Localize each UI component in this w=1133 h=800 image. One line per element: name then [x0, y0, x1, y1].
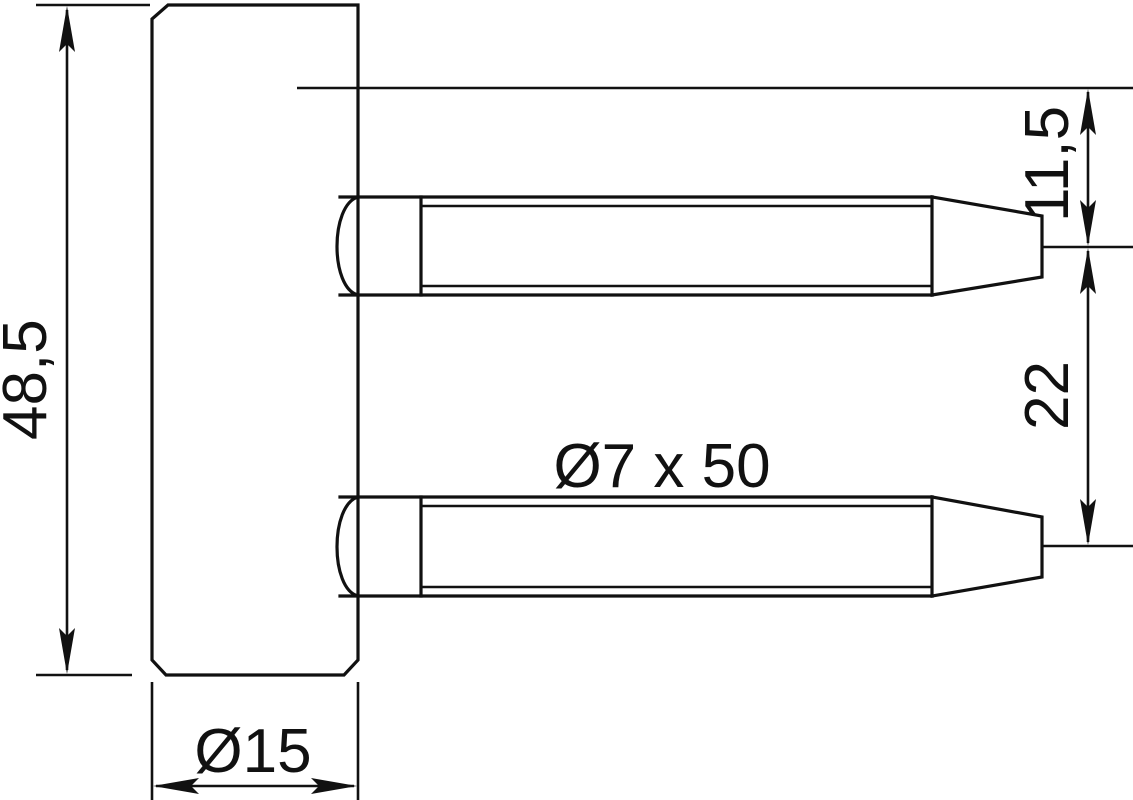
plate-width-arrow-left — [153, 778, 199, 794]
lower-pin-root-round — [335, 495, 360, 598]
upper-pin-tip — [930, 195, 1044, 297]
overall-height-arrow-top — [59, 6, 75, 52]
dimension-pin-spacing: 22 — [1013, 248, 1133, 548]
overall-height-arrow-bottom — [59, 628, 75, 674]
lower-pin-tip — [930, 495, 1044, 598]
dimension-plate-width: Ø15 — [150, 682, 360, 800]
pin-spacing-label: 22 — [1013, 361, 1082, 430]
pin-spacing-arrow-top — [1080, 248, 1096, 294]
hinge-plate-outline — [150, 3, 360, 677]
plate-width-label: Ø15 — [194, 717, 311, 786]
dimension-top-offset: 11,5 — [297, 86, 1133, 249]
top-offset-label: 11,5 — [1013, 106, 1082, 222]
plate-width-arrow-right — [311, 778, 357, 794]
pin-spec-label: Ø7 x 50 — [553, 432, 770, 501]
overall-height-label: 48,5 — [0, 319, 60, 440]
top-offset-arrow-bottom — [1080, 200, 1096, 246]
part-geometry — [150, 3, 1044, 677]
dimension-overall-height: 48,5 — [0, 3, 150, 677]
top-offset-arrow-top — [1080, 89, 1096, 135]
pin-spacing-arrow-bottom — [1080, 499, 1096, 545]
upper-pin-root-round — [335, 195, 360, 297]
